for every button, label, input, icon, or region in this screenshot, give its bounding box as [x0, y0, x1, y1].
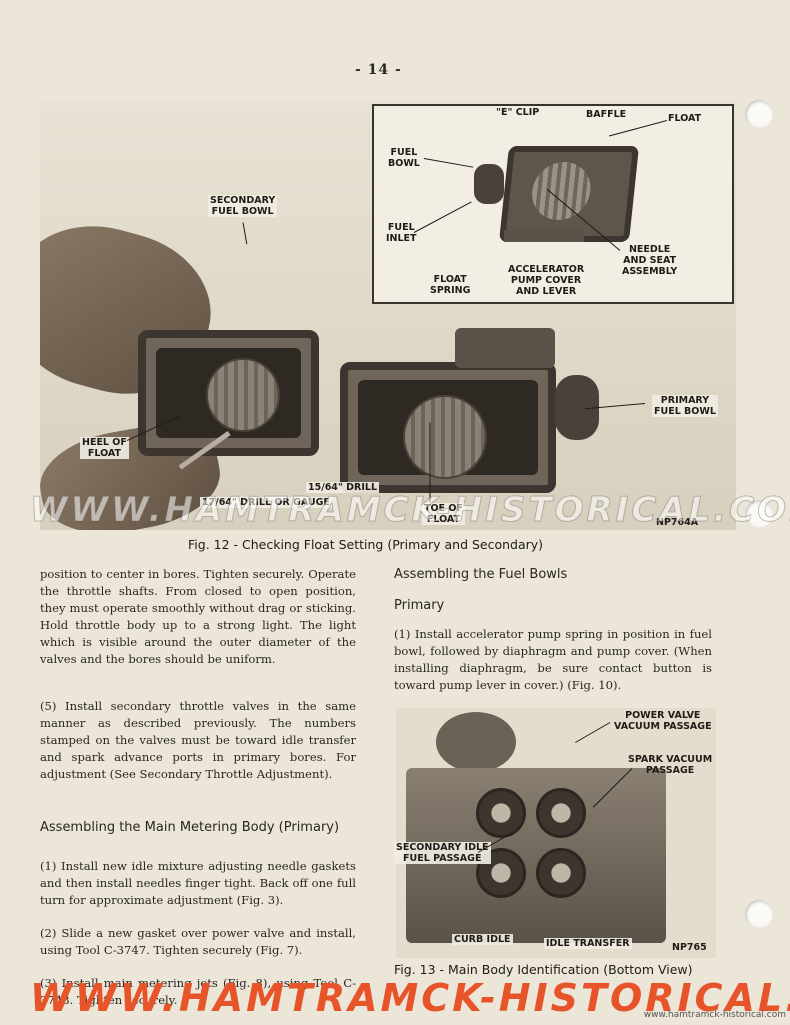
secondary-fuel-bowl-image	[138, 330, 319, 456]
label-curb-idle: CURB IDLE	[452, 934, 513, 945]
label-drill-15: 15/64" DRILL	[306, 482, 380, 493]
paragraph-2: (2) Slide a new gasket over power valve …	[40, 926, 356, 957]
punch-hole-top	[745, 100, 773, 128]
right-column: Assembling the Fuel Bowls Primary (1) In…	[394, 566, 712, 710]
label-needle-seat: NEEDLE AND SEAT ASSEMBLY	[622, 244, 678, 277]
bore-bottom-right	[536, 848, 586, 898]
label-fig12-code: NP764A	[656, 517, 699, 528]
subheading-primary: Primary	[394, 598, 445, 613]
paragraph-5: (5) Install secondary throttle valves in…	[40, 699, 356, 781]
figure-13-photo	[396, 708, 716, 958]
carb-top-piece	[436, 712, 516, 772]
inset-pump-lever	[504, 230, 584, 242]
primary-fuel-bowl-image	[340, 362, 556, 493]
paragraph-1: (1) Install new idle mixture adjusting n…	[40, 859, 356, 907]
bore-top-right	[536, 788, 586, 838]
left-column: position to center in bores. Tighten sec…	[40, 566, 356, 1025]
paragraph-3: (3) Install main metering jets (Fig. 8),…	[40, 976, 356, 1007]
inset-fuel-bowl	[498, 146, 640, 242]
label-toe-of-float: TOE OF FLOAT	[422, 503, 465, 525]
label-float: FLOAT	[668, 113, 702, 124]
label-fuel-bowl: FUEL BOWL	[388, 147, 420, 169]
inset-sight-glass	[474, 164, 504, 204]
watermark-small: www.hamtramck-historical.com	[643, 1010, 786, 1020]
label-idle-transfer: IDLE TRANSFER	[544, 938, 632, 949]
punch-hole-middle	[745, 500, 773, 528]
section-heading-fuel-bowls: Assembling the Fuel Bowls	[394, 567, 568, 582]
secondary-float-disc	[206, 358, 280, 432]
label-heel-of-float: HEEL OF FLOAT	[80, 437, 129, 459]
label-e-clip: "E" CLIP	[496, 107, 540, 118]
label-fuel-inlet: FUEL INLET	[386, 222, 417, 244]
primary-float-disc	[403, 395, 487, 479]
label-secondary-idle: SECONDARY IDLE FUEL PASSAGE	[394, 842, 491, 864]
paragraph-continued: position to center in bores. Tighten sec…	[40, 567, 356, 666]
label-baffle: BAFFLE	[586, 109, 627, 120]
punch-hole-bottom	[745, 900, 773, 928]
label-fig13-code: NP765	[672, 942, 707, 953]
figure-13-caption: Fig. 13 - Main Body Identification (Bott…	[394, 962, 693, 977]
figure-12-caption: Fig. 12 - Checking Float Setting (Primar…	[188, 537, 544, 552]
label-drill-17: 17/64" DRILL OR GAUGE	[200, 497, 332, 508]
label-spark-vacuum: SPARK VACUUM PASSAGE	[628, 754, 713, 776]
paragraph-fuel-bowl-1: (1) Install accelerator pump spring in p…	[394, 627, 712, 692]
watermark-center: WWW.HAMTRAMCK-HISTORICAL.COM	[30, 490, 790, 531]
watermark-bottom: WWW.HAMTRAMCK-HISTORICAL.COM	[30, 976, 790, 1020]
section-heading-main-metering: Assembling the Main Metering Body (Prima…	[40, 820, 340, 835]
page-number: - 14 -	[355, 62, 402, 78]
pump-cover-top	[455, 328, 555, 368]
label-accelerator-pump: ACCELERATOR PUMP COVER AND LEVER	[508, 264, 585, 297]
float-inset-diagram	[372, 104, 734, 304]
bore-top-left	[476, 788, 526, 838]
label-primary-fuel-bowl: PRIMARY FUEL BOWL	[652, 395, 718, 417]
label-power-valve: POWER VALVE VACUUM PASSAGE	[614, 710, 712, 732]
label-secondary-fuel-bowl: SECONDARY FUEL BOWL	[208, 195, 278, 217]
label-float-spring: FLOAT SPRING	[430, 274, 471, 296]
